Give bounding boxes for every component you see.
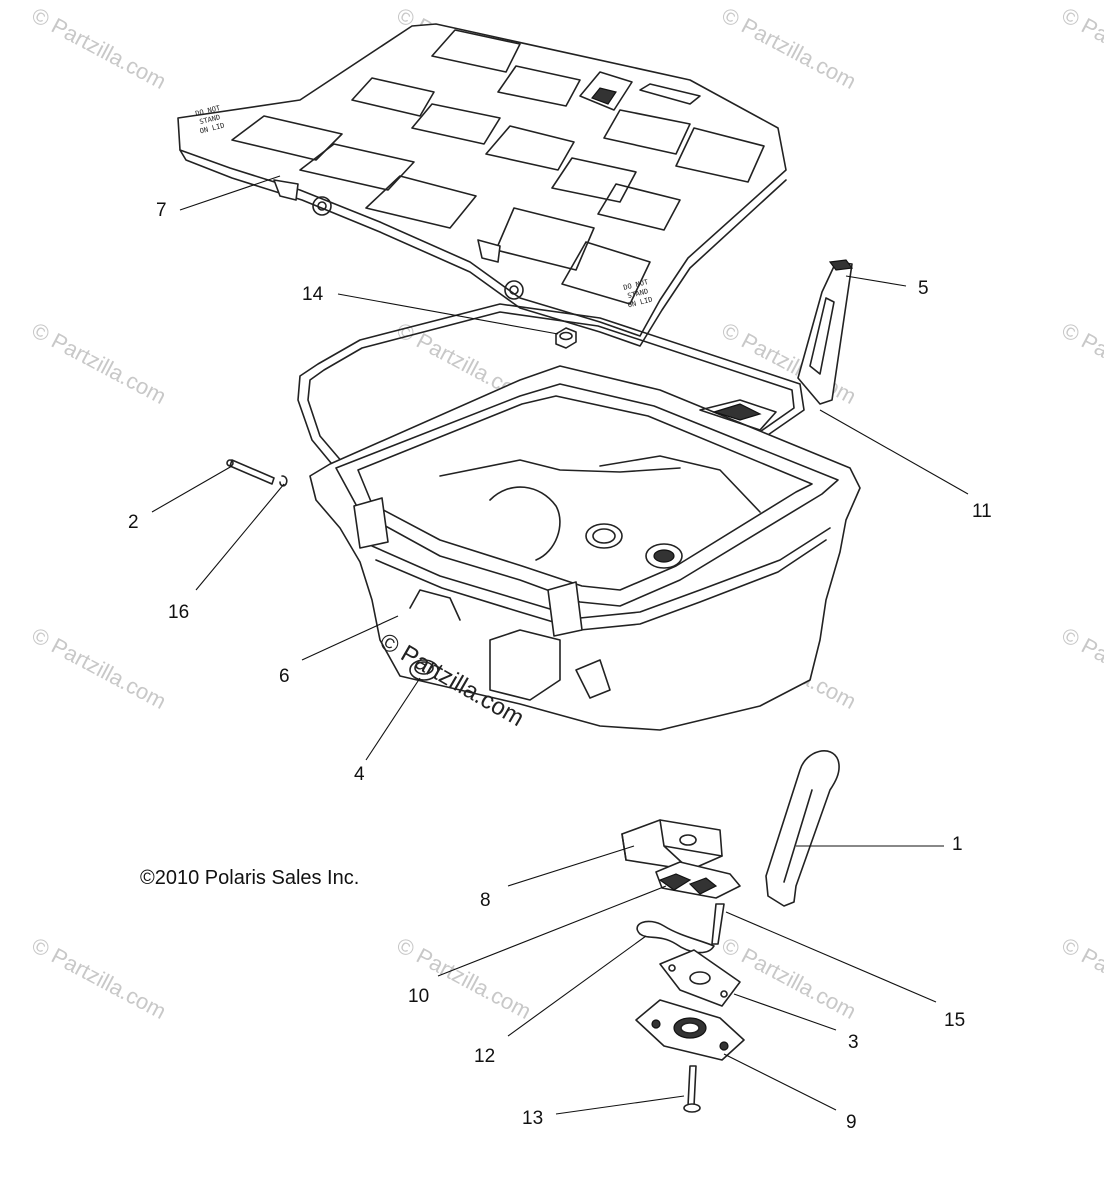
strap-part-1 [765, 750, 840, 907]
leader-2 [151, 465, 233, 513]
callout-1: 1 [952, 834, 963, 855]
callout-11: 11 [972, 501, 992, 522]
callout-15: 15 [944, 1010, 965, 1031]
leader-16 [195, 483, 285, 591]
latch-strap-part-5 [797, 259, 854, 405]
base-part-9 [635, 999, 745, 1061]
watermark: © Partzilla.com [28, 932, 171, 1024]
leader-12 [507, 935, 647, 1037]
callout-12: 12 [474, 1046, 495, 1067]
callout-3: 3 [848, 1032, 859, 1053]
bolt-part-13 [683, 1065, 701, 1113]
leader-15 [725, 911, 937, 1003]
callout-14: 14 [302, 284, 324, 305]
callout-8: 8 [480, 890, 491, 911]
watermark: © Partzilla.com [1058, 317, 1104, 409]
leader-10 [437, 885, 667, 977]
watermark: © Partzilla.com [28, 622, 171, 714]
clip-part-16 [279, 475, 288, 487]
leader-6 [301, 615, 399, 661]
leader-14 [337, 293, 559, 335]
watermark: © Partzilla.com [718, 2, 861, 94]
lid-part-7: DO NOT STAND ON LID DO NOT STAND ON LID [177, 23, 787, 347]
spring-part-12 [636, 920, 715, 954]
watermark: © Partzilla.com [28, 317, 171, 409]
callout-5: 5 [918, 278, 929, 299]
nut-part-14 [555, 327, 577, 349]
latch-part-10 [655, 861, 741, 899]
leader-lines [151, 175, 969, 1115]
copyright-notice: ©2010 Polaris Sales Inc. [140, 867, 359, 889]
callout-10: 10 [408, 986, 429, 1007]
plug-part-4 [409, 659, 439, 681]
watermark: © Partzilla.com [1058, 2, 1104, 94]
watermark: © Partzilla.com [718, 932, 861, 1024]
watermark: © Partzilla.com [1058, 622, 1104, 714]
callout-9: 9 [846, 1112, 857, 1133]
leader-8 [507, 845, 635, 887]
leader-9 [723, 1053, 837, 1111]
leader-4 [365, 677, 421, 761]
storage-box-part-6 [309, 365, 861, 731]
callout-7: 7 [156, 200, 167, 221]
pin-part-2 [226, 459, 275, 485]
callout-6: 6 [279, 666, 290, 687]
callout-labels: 1 2 3 4 5 6 7 8 9 10 11 12 13 14 15 16 [128, 200, 992, 1133]
leader-13 [555, 1095, 685, 1115]
gasket-part-3 [659, 949, 741, 1007]
leader-7 [179, 175, 281, 211]
leader-11 [819, 409, 969, 495]
leader-3 [733, 993, 837, 1031]
callout-4: 4 [354, 764, 365, 785]
watermark: © Partzilla.com [1058, 932, 1104, 1024]
callout-13: 13 [522, 1108, 543, 1129]
watermark: © Partzilla.com [28, 2, 171, 94]
pad-part-8 [621, 819, 723, 871]
callout-2: 2 [128, 512, 139, 533]
rivet-part-15 [711, 903, 725, 945]
leader-5 [845, 275, 907, 287]
callout-16: 16 [168, 602, 189, 623]
